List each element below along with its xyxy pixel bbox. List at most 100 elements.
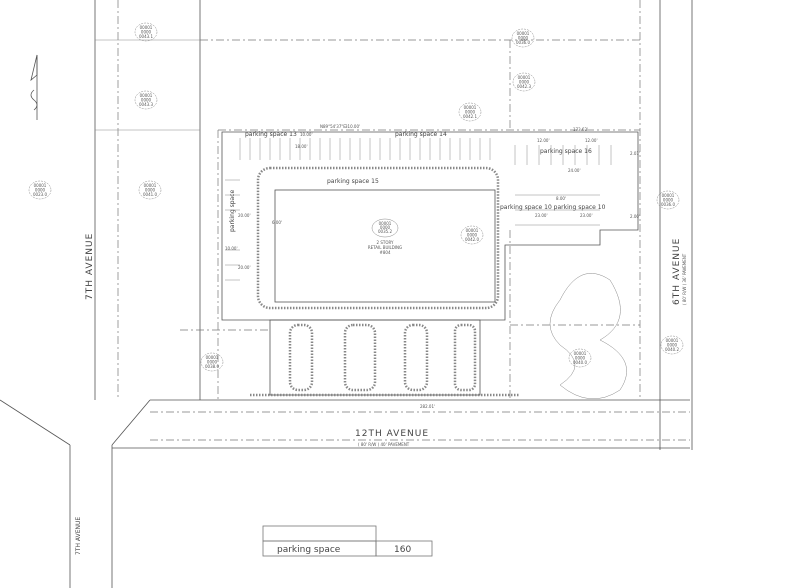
front-parking-lot (250, 319, 520, 397)
parcel-bubble-outline (656, 190, 680, 210)
dimension: 23.00' (580, 213, 593, 218)
parking-label-14: parking space 14 (395, 131, 447, 138)
parking-summary-table: parking space 160 (262, 525, 433, 557)
parcel-id-line: 0000 (467, 233, 478, 238)
parcel-id-line: 00001 (666, 338, 679, 343)
parcel-id-line: 00001 (34, 183, 47, 188)
dimension: 12.00' (585, 138, 598, 143)
parking-label-13: parking space 13 (245, 131, 297, 138)
dimension: 24.00' (568, 168, 581, 173)
sixth-avenue-sublabel: ( 80' R/W ) 36' PAVEMENT (682, 253, 687, 305)
twelfth-avenue-label: 12TH AVENUE (355, 429, 429, 439)
parcel-id-line: 0043.3 (139, 102, 153, 107)
building-parcel-line: 0000 (380, 225, 391, 230)
parcel-id-line: 0041.0 (143, 192, 157, 197)
parcel-bubble-outline (138, 180, 162, 200)
parcel-bubble-outline (511, 28, 535, 48)
building-description: #804 (380, 250, 391, 255)
parcel-id-line: 00001 (140, 25, 153, 30)
twelfth-avenue-road: 12TH AVENUE ( 80' R/W ) 40' PAVEMENT (112, 399, 690, 449)
building-description: RETAIL BUILDING (368, 245, 402, 250)
property-lines (180, 39, 640, 400)
parcel-id-line: 00001 (464, 105, 477, 110)
parcel-bubble-outline (512, 72, 536, 92)
parcel-id-line: 0000 (145, 188, 156, 193)
parcel-id-line: 0038.0 (205, 364, 219, 369)
dimension: 20.00' (238, 213, 251, 218)
parcel-id-line: 00001 (206, 355, 219, 360)
parcel-id-line: 0042.0 (465, 237, 479, 242)
seventh-avenue-road: 7TH AVENUE (85, 0, 201, 400)
easement-line (549, 273, 627, 400)
parcel-id-line: 0000 (207, 360, 218, 365)
parcel-id-line: 0023.0 (33, 192, 47, 197)
north-arrow-icon (30, 54, 38, 120)
parcel-bubble-outline (568, 348, 592, 368)
dimension: 6.00' (272, 220, 282, 225)
dimension-bearing: N89°54'37"E (320, 124, 346, 129)
parking-label-15: parking space 15 (327, 178, 379, 185)
dimension: 282.01' (420, 404, 435, 409)
sixth-avenue-road: 6TH AVENUE ( 80' R/W ) 36' PAVEMENT (639, 0, 693, 450)
parcel-bubble-outline (458, 102, 482, 122)
parcel-id-line: 0000 (667, 343, 678, 348)
twelfth-avenue-sublabel: ( 80' R/W ) 40' PAVEMENT (358, 442, 410, 447)
parcel-id-line: 0042.1 (463, 114, 477, 119)
dimension: 23.00' (535, 213, 548, 218)
parcel-id-line: 0040.0 (573, 360, 587, 365)
building-parcel-line: 0035.2 (378, 229, 392, 234)
parcel-id-line: 0000 (35, 188, 46, 193)
parcel-id-line: 0000 (575, 356, 586, 361)
parcel-id-line: 0040.2 (665, 347, 679, 352)
sixth-avenue-label: 6TH AVENUE (672, 238, 682, 305)
dimension: 8.00' (556, 196, 566, 201)
parcel-id-line: 0000 (663, 198, 674, 203)
dimension: 18.00' (295, 144, 308, 149)
dimension: 2.01' (630, 151, 640, 156)
parcel-bubbles: 0000100000043.10000100000043.30000100000… (28, 22, 684, 372)
parcel-bubble-outline (134, 90, 158, 110)
dimension: 2.00' (630, 214, 640, 219)
parcel-id-line: 00001 (518, 75, 531, 80)
retail-building: 00001 0000 0035.2 2 STORY RETAIL BUILDIN… (274, 189, 496, 303)
parcel-id-line: 00001 (144, 183, 157, 188)
parcel-id-line: 0000 (465, 110, 476, 115)
parcel-id-line: 0036.0 (661, 202, 675, 207)
seventh-avenue-label: 7TH AVENUE (85, 233, 95, 300)
dimension: 12.00' (537, 138, 550, 143)
parcel-bubble-outline (660, 335, 684, 355)
building-parcel-line: 00001 (379, 221, 392, 226)
table-label: parking space (277, 545, 341, 555)
parking-label-10: parking space 10 parking space 10 (500, 204, 606, 211)
parcel-id-line: 0042.3 (517, 84, 531, 89)
dimension: 173.62' (573, 127, 588, 132)
parcel-bubble-outline (28, 180, 52, 200)
parcel-id-line: 00001 (140, 93, 153, 98)
parcel-id-line: 0043.1 (139, 34, 153, 39)
parking-label-16: parking space 16 (540, 148, 592, 155)
parcel-bubble-outline (200, 352, 224, 372)
parcel-id-line: 00001 (574, 351, 587, 356)
parcel-id-line: 00001 (466, 228, 479, 233)
dimension: 10.00' (225, 246, 238, 251)
parcel-id-line: 00001 (662, 193, 675, 198)
parcel-id-line: 0000 (141, 98, 152, 103)
parking-lot (221, 131, 639, 321)
parcel-id-line: 0000 (141, 30, 152, 35)
seventh-avenue-lower-road: 7TH AVENUE (0, 399, 151, 588)
parcel-bubble-outline (460, 225, 484, 245)
building-description: 2 STORY (377, 240, 394, 245)
parcel-id-line: 0000 (519, 80, 530, 85)
seventh-avenue-lower-label: 7TH AVENUE (75, 517, 82, 555)
